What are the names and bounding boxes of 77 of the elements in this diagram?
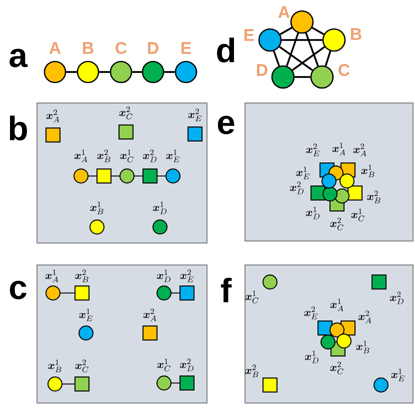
variable-label: $\boldsymbol{x}_{A}^{1}$ <box>45 270 58 282</box>
edge-line <box>60 292 75 294</box>
panel-letter: d <box>217 38 234 62</box>
variable-label: $\boldsymbol{x}_{B}^{2}$ <box>97 150 110 162</box>
variable-label: $\boldsymbol{x}_{A}^{1}$ <box>74 150 88 162</box>
variable-label: $\boldsymbol{x}_{E}^{1}$ <box>391 368 404 382</box>
variable-label: $\boldsymbol{x}_{D}^{1}$ <box>152 202 166 214</box>
edge-line <box>294 76 310 78</box>
variable-label: $\boldsymbol{x}_{A}^{2}$ <box>143 308 156 322</box>
variable-label: $\boldsymbol{x}_{B}^{1}$ <box>361 164 374 178</box>
edge-line <box>282 39 322 41</box>
node-letter: E <box>182 42 191 54</box>
variable-label: $\boldsymbol{x}_{A}^{1}$ <box>330 298 344 312</box>
variable-label: $\boldsymbol{x}_{C}^{2}$ <box>330 218 344 230</box>
variable-label: $\boldsymbol{x}_{E}^{2}$ <box>304 306 318 320</box>
node-letter: C <box>338 64 350 76</box>
variable-label: $\boldsymbol{x}_{E}^{1}$ <box>79 308 92 322</box>
variable-label: $\boldsymbol{x}_{D}^{2}$ <box>290 182 304 194</box>
panel-letter: b <box>10 116 27 140</box>
node-letter: D <box>257 64 268 76</box>
variable-label: $\boldsymbol{x}_{B}^{2}$ <box>245 364 258 378</box>
variable-label: $\boldsymbol{x}_{D}^{2}$ <box>142 150 156 162</box>
variable-label: $\boldsymbol{x}_{E}^{2}$ <box>306 144 320 156</box>
panel-letter: f <box>220 278 232 302</box>
variable-label: $\boldsymbol{x}_{C}^{1}$ <box>351 208 364 222</box>
edge-line <box>286 32 300 66</box>
panel-letter: e <box>218 116 234 134</box>
panel-letter: c <box>10 280 26 300</box>
edge-line <box>278 46 314 71</box>
variable-label: $\boldsymbol{x}_{D}^{1}$ <box>306 206 320 220</box>
edge-line <box>99 71 110 73</box>
edge-line <box>273 50 280 66</box>
variable-label: $\boldsymbol{x}_{B}^{1}$ <box>356 340 370 354</box>
panel-background <box>36 264 208 404</box>
variable-label: $\boldsymbol{x}_{B}^{1}$ <box>48 360 62 372</box>
panel-background <box>36 102 208 244</box>
node-letter: A <box>49 42 61 54</box>
edge-line <box>171 292 180 294</box>
node-letter: D <box>148 42 158 54</box>
variable-label: $\boldsymbol{x}_{E}^{1}$ <box>296 166 310 180</box>
variable-label: $\boldsymbol{x}_{C}^{2}$ <box>75 360 88 372</box>
panel-background <box>244 102 414 242</box>
variable-label: $\boldsymbol{x}_{B}^{2}$ <box>367 190 380 204</box>
panel-background <box>244 264 414 404</box>
variable-label: $\boldsymbol{x}_{A}^{1}$ <box>332 142 346 156</box>
edge-line <box>324 50 332 66</box>
node-letter: A <box>278 6 290 18</box>
node-letter: B <box>351 28 362 40</box>
edge-line <box>171 382 180 384</box>
edge-line <box>305 32 319 66</box>
variable-label: $\boldsymbol{x}_{E}^{2}$ <box>188 108 202 122</box>
node-letter: C <box>116 42 127 54</box>
node-letter: B <box>83 42 94 54</box>
variable-label: $\boldsymbol{x}_{D}^{1}$ <box>304 350 318 364</box>
variable-label: $\boldsymbol{x}_{C}^{2}$ <box>119 106 132 120</box>
panel-letter: a <box>10 48 28 68</box>
edge-line <box>312 26 324 36</box>
variable-label: $\boldsymbol{x}_{E}^{2}$ <box>180 270 194 282</box>
variable-label: $\boldsymbol{x}_{C}^{1}$ <box>245 290 258 304</box>
variable-label: $\boldsymbol{x}_{B}^{1}$ <box>90 202 104 214</box>
variable-label: $\boldsymbol{x}_{D}^{2}$ <box>180 358 194 372</box>
variable-label: $\boldsymbol{x}_{B}^{2}$ <box>75 270 88 282</box>
variable-label: $\boldsymbol{x}_{E}^{1}$ <box>166 150 180 162</box>
variable-label: $\boldsymbol{x}_{A}^{2}$ <box>46 110 60 122</box>
variable-label: $\boldsymbol{x}_{D}^{1}$ <box>156 270 170 282</box>
edge-line <box>132 71 142 73</box>
variable-label: $\boldsymbol{x}_{D}^{2}$ <box>390 292 404 304</box>
edge-line <box>292 46 326 71</box>
variable-label: $\boldsymbol{x}_{C}^{2}$ <box>330 362 344 374</box>
variable-label: $\boldsymbol{x}_{C}^{1}$ <box>120 150 134 162</box>
variable-label: $\boldsymbol{x}_{A}^{2}$ <box>358 310 372 324</box>
variable-label: $\boldsymbol{x}_{A}^{2}$ <box>353 144 366 156</box>
edge-line <box>164 71 175 73</box>
edge-line <box>280 26 292 36</box>
node-letter: E <box>244 29 254 41</box>
edge-line <box>66 71 77 73</box>
variable-label: $\boldsymbol{x}_{C}^{1}$ <box>157 358 170 372</box>
